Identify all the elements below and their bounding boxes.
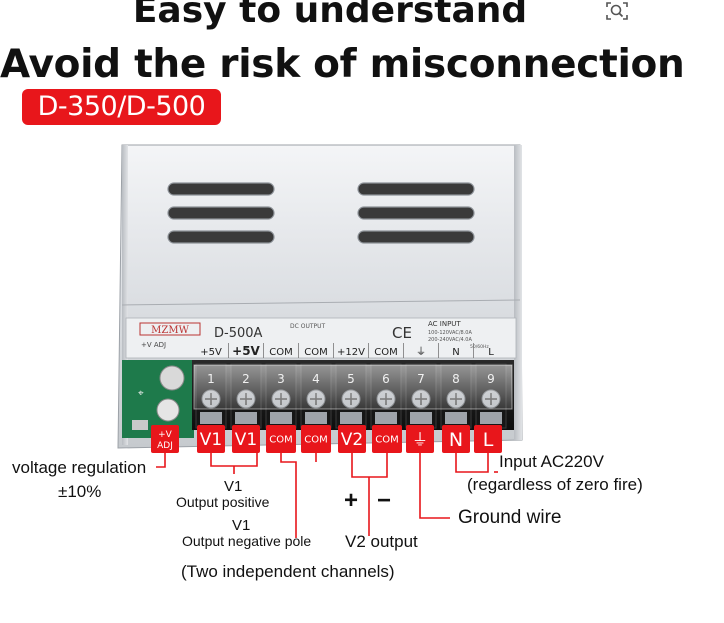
- svg-text:⌖: ⌖: [138, 388, 144, 399]
- tag-com-3: COM: [372, 425, 402, 453]
- terminal-top-label: ⏚: [416, 346, 426, 358]
- svg-text:COM: COM: [269, 435, 292, 446]
- svg-text:+V: +V: [158, 430, 173, 440]
- svg-text:⏚: ⏚: [412, 430, 428, 449]
- ac-spec-3: 50/60Hz: [470, 344, 489, 350]
- voltage-regulation-label: voltage regulation: [12, 458, 147, 477]
- headline-line2: Avoid the risk of misconnection: [0, 42, 685, 87]
- zero-fire-label: (regardless of zero fire): [467, 475, 643, 494]
- headline-line1: Easy to understand: [132, 0, 528, 31]
- terminal-top-label: COM: [304, 347, 327, 358]
- svg-text:COM: COM: [375, 435, 398, 446]
- model-badge: D-350/D-500: [22, 89, 221, 125]
- model-label: D-500A: [214, 326, 263, 341]
- tag-v1-b: V1: [232, 425, 260, 453]
- ac-spec-1: 100-120VAC/8.0A: [428, 330, 472, 336]
- svg-text:L: L: [483, 429, 494, 451]
- tag-n: N: [442, 425, 470, 453]
- terminal-top-label: N: [452, 347, 459, 358]
- tag-l: L: [474, 425, 502, 453]
- input-ac-label: Input AC220V: [499, 452, 604, 471]
- svg-text:N: N: [449, 429, 463, 451]
- tolerance-label: ±10%: [58, 482, 102, 501]
- terminal-top-label: L: [488, 347, 494, 358]
- v1-negative-desc: Output negative pole: [182, 533, 312, 549]
- tag-v2: V2: [338, 425, 366, 453]
- ac-spec-2: 200-240VAC/4.0A: [428, 337, 472, 343]
- svg-text:COM: COM: [304, 435, 327, 446]
- ac-input-label: AC INPUT: [428, 320, 461, 328]
- two-channels-label: (Two independent channels): [181, 562, 395, 581]
- minus-sign: −: [377, 487, 392, 514]
- svg-text:V2: V2: [341, 430, 363, 450]
- brand-label: MZMW: [151, 325, 189, 336]
- tag-com-2: COM: [301, 425, 331, 453]
- terminal-top-label: COM: [269, 347, 292, 358]
- ce-mark: CE: [392, 324, 412, 342]
- visual-search-icon[interactable]: [604, 0, 630, 22]
- v2-output-label: V2 output: [345, 532, 418, 551]
- svg-text:V1: V1: [200, 430, 222, 450]
- adj-label: +V ADJ: [141, 341, 166, 349]
- v1-positive-title: V1: [224, 478, 243, 495]
- tag-com-1: COM: [266, 425, 296, 453]
- terminal-top-label: COM: [374, 347, 397, 358]
- tag-v1-a: V1: [197, 425, 225, 453]
- svg-text:ADJ: ADJ: [157, 441, 173, 451]
- ground-wire-label: Ground wire: [458, 507, 562, 528]
- terminal-top-label: +5V: [232, 344, 260, 358]
- terminal-top-label: +12V: [337, 347, 365, 358]
- tag-ground: ⏚: [406, 425, 434, 453]
- plus-sign: +: [344, 487, 359, 514]
- v1-negative-title: V1: [232, 517, 251, 534]
- terminal-top-label: +5V: [200, 347, 222, 358]
- svg-text:V1: V1: [235, 430, 257, 450]
- dc-output-label: DC OUTPUT: [290, 323, 326, 330]
- v1-positive-desc: Output positive: [176, 494, 270, 510]
